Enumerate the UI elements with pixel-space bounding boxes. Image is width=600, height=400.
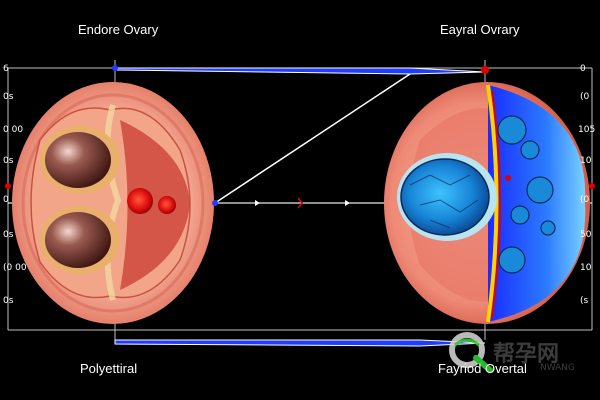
left-tick-label: 6 — [3, 64, 9, 74]
left-tick-label: 0s — [3, 92, 14, 102]
label-top-left: Endore Ovary — [78, 22, 159, 37]
axis-markers — [5, 183, 595, 209]
right-tick-label: 105 — [578, 125, 596, 135]
top-connector-bar — [112, 65, 489, 75]
right-tick-label: 50 — [580, 230, 592, 240]
left-tick-label: 0 00 — [3, 125, 24, 135]
left-tick-label: (0 00 — [3, 263, 27, 273]
diagonal-connector-line — [214, 73, 411, 204]
left-ovary-illustration — [12, 82, 214, 324]
left-tick-label: 0s — [3, 156, 14, 166]
right-tick-label: (s — [580, 296, 589, 306]
right-tick-label: 10 — [580, 156, 592, 166]
watermark-text: 帮孕网 — [493, 342, 560, 367]
right-tick-label: 0 — [580, 64, 586, 74]
label-bottom-left: Polyettiral — [80, 361, 138, 376]
left-tick-label: 0 — [3, 195, 9, 205]
right-tick-label: 10 — [580, 263, 592, 273]
left-tick-label: 0s — [3, 296, 14, 306]
right-tick-label: (0 — [580, 92, 590, 102]
label-bottom-right: Fayriod Overtal — [438, 361, 527, 376]
right-tick-label: (0 — [580, 195, 590, 205]
left-tick-label: 0s — [3, 230, 14, 240]
watermark-subtext: NWANG — [540, 363, 576, 373]
right-ovary-illustration — [384, 82, 590, 324]
watermark-logo-icon — [449, 332, 493, 373]
label-top-right: Eayral Ovrary — [440, 22, 520, 37]
bottom-connector-bar — [114, 339, 486, 347]
